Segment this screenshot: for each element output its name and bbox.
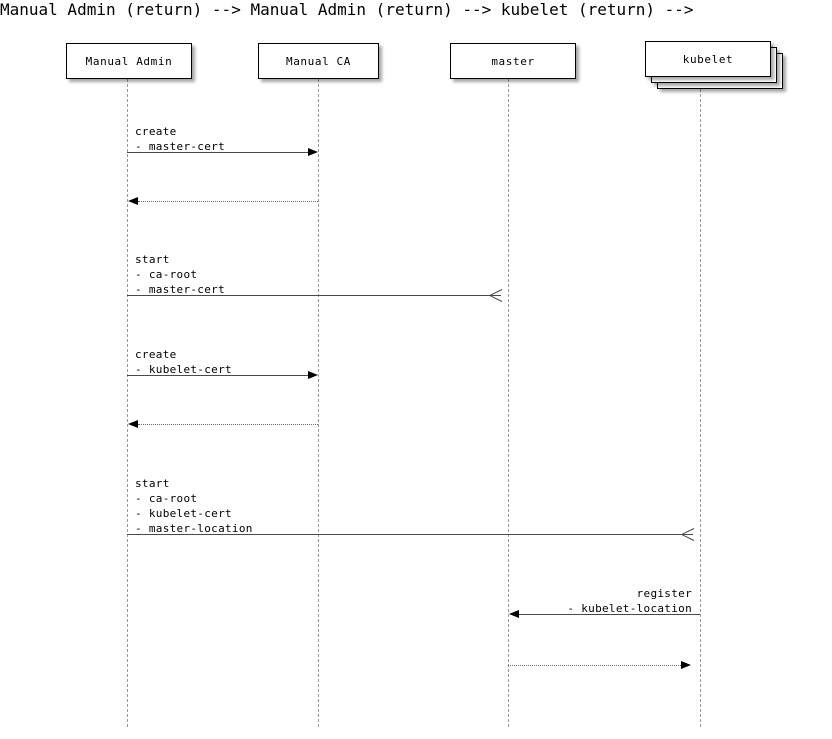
message-label-m3-line1: start xyxy=(135,253,170,266)
arrowhead-filled-right-m8 xyxy=(681,660,691,669)
lifeline-manual-ca xyxy=(318,79,319,727)
message-line-m5 xyxy=(138,424,318,425)
arrowhead-filled-left-m5 xyxy=(128,419,138,428)
message-line-m8 xyxy=(508,665,683,666)
participant-label-master: master xyxy=(491,54,535,68)
message-line-m1 xyxy=(127,152,311,153)
arrowhead-filled-left-m2 xyxy=(128,196,138,205)
participant-label-manual-admin: Manual Admin xyxy=(85,54,173,68)
arrowhead-filled-right-m1 xyxy=(308,147,318,156)
message-label-m1-line2: - master-cert xyxy=(135,140,225,153)
lifeline-master xyxy=(508,79,509,727)
message-label-m1-line1: create xyxy=(135,125,177,138)
message-line-m6 xyxy=(127,534,693,535)
message-label-m6-line2: - ca-root xyxy=(135,492,198,505)
message-label-m7-line1: register xyxy=(636,587,692,600)
lifeline-kubelet xyxy=(700,89,701,727)
message-label-m3-line2: - ca-root xyxy=(135,268,198,281)
message-label-m6-line1: start xyxy=(135,477,170,490)
message-label-m7-line2: - kubelet-location xyxy=(567,602,692,615)
lifeline-manual-admin xyxy=(127,79,128,727)
arrowhead-filled-left-m7 xyxy=(509,609,519,618)
message-label-m4-line2: - kubelet-cert xyxy=(135,363,232,376)
message-label-m6-line4: - master-location xyxy=(135,522,253,535)
arrowhead-filled-right-m4 xyxy=(308,370,318,379)
participant-label-kubelet: kubelet xyxy=(682,52,734,66)
arrowhead-open-right-m6 xyxy=(681,527,693,541)
message-line-m3 xyxy=(127,295,501,296)
message-line-m4 xyxy=(127,375,311,376)
participant-label-manual-ca: Manual CA xyxy=(285,54,351,68)
arrowhead-open-right-m3 xyxy=(489,288,501,302)
message-line-m7 xyxy=(518,614,700,615)
message-label-m3-line3: - master-cert xyxy=(135,283,225,296)
message-label-m4-line1: create xyxy=(135,348,177,361)
message-label-m6-line3: - kubelet-cert xyxy=(135,507,232,520)
message-line-m2 xyxy=(138,201,318,202)
